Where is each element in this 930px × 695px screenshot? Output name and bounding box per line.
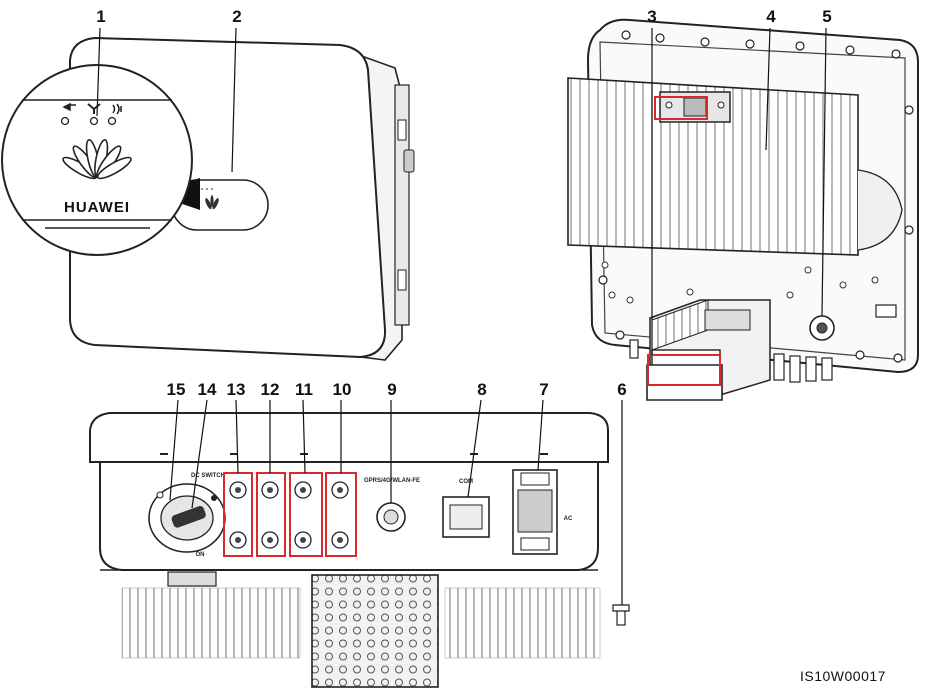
callout-11: 11 [295,380,313,399]
callout-1: 1 [96,7,105,26]
ac-label: AC [564,516,573,522]
front-view: HUAWEI [1,36,415,361]
com-label: COM [459,479,473,485]
callout-10: 10 [333,380,352,399]
callout-7: 7 [539,380,548,399]
led-3 [107,116,117,126]
callout-8: 8 [477,380,486,399]
bottom-heat-sink-left [121,587,301,659]
callout-6: 6 [617,380,626,399]
callout-box-3a [654,96,708,120]
ac-port [512,469,558,555]
ground-hook [612,604,630,626]
bottom-view: DC SWITCH ON GPRS/4G/WLAN-FE COM [89,412,630,688]
rear-view [567,18,919,401]
callout-numbers: 1 2 3 4 5 6 7 8 9 10 11 12 13 14 15 [96,7,831,399]
callout-3: 3 [647,7,656,26]
callout-12: 12 [261,380,280,399]
dc-switch-label: DC SWITCH [191,473,225,479]
bottom-heat-sink-right [444,587,601,659]
mounting-bracket [394,84,410,326]
callout-2: 2 [232,7,241,26]
mounting-plate [646,364,723,401]
huawei-flower-logo [62,139,132,180]
grid-indicator-icon [87,103,101,114]
com-port [442,496,490,538]
dc-switch-knob [171,506,206,528]
comm-indicator-icon [112,103,122,115]
led-2 [89,116,99,126]
callout-15: 15 [167,380,186,399]
huawei-logo-small [205,195,219,210]
callout-14: 14 [198,380,217,399]
callout-box-11 [289,472,323,557]
brand-text: HUAWEI [64,199,130,216]
rear-heat-sink [567,77,859,256]
callout-box-3b [647,354,721,386]
callout-13: 13 [227,380,246,399]
callout-4: 4 [766,7,776,26]
callout-5: 5 [822,7,831,26]
perforated-plate [311,574,439,688]
leader-lines [96,27,827,605]
document-code: IS10W00017 [800,668,886,684]
gprs-label: GPRS/4G/WLAN-FE [364,478,420,484]
on-label: ON [196,552,205,558]
callout-box-12 [256,472,286,557]
callout-9: 9 [387,380,396,399]
dc-switch [148,483,226,553]
bottom-top-cap [89,412,609,463]
led-1 [60,116,70,126]
indicator-leds [60,102,122,126]
rear-screws [598,30,914,363]
handle-recess [857,169,903,251]
pv-indicator-icon [62,102,76,112]
